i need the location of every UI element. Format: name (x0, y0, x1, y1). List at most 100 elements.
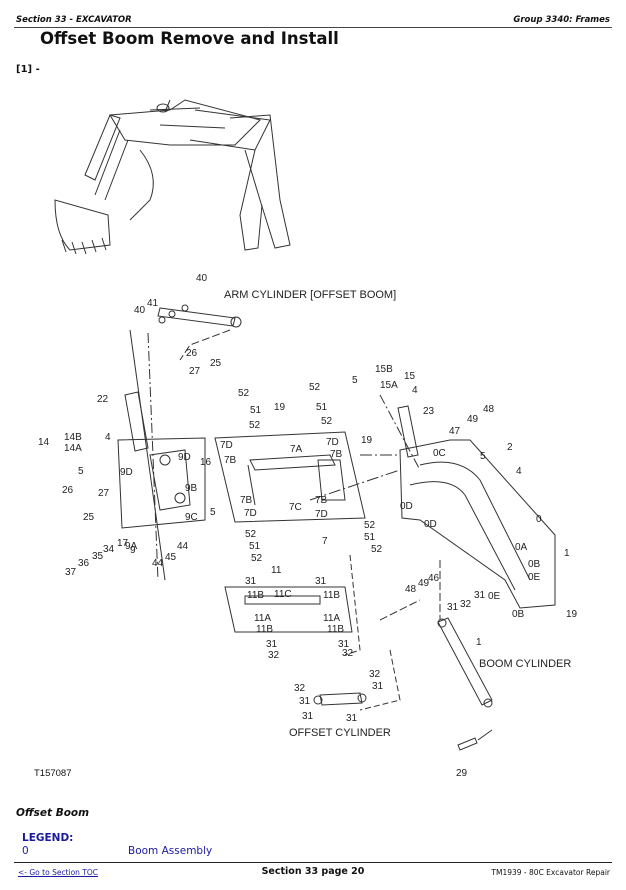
callout-31: 31 (474, 590, 486, 601)
go-to-section-toc-link[interactable]: <- Go to Section TOC (18, 868, 99, 877)
callout-15a: 15A (380, 380, 398, 391)
callout-9d: 9D (120, 467, 133, 478)
manual-title: TM1939 - 80C Excavator Repair (491, 868, 610, 877)
callout-27: 27 (98, 488, 110, 499)
callout-51: 51 (249, 541, 261, 552)
callout-9a: 9A (125, 541, 138, 552)
callout-44: 44 (177, 541, 189, 552)
callout-7: 7 (322, 536, 328, 547)
callout-52: 52 (238, 388, 250, 399)
callout-31: 31 (245, 576, 257, 587)
callout-0d: 0D (400, 501, 413, 512)
footer-divider (14, 862, 612, 863)
callout-32: 32 (369, 669, 381, 680)
callout-7a: 7A (290, 444, 303, 455)
callout-52: 52 (371, 544, 383, 555)
callout-5: 5 (480, 451, 486, 462)
callout-11: 11 (271, 565, 282, 576)
callout-labels: 40 41 40 26 25 27 22 14 14B 14A 4 5 26 2… (38, 273, 578, 779)
callout-32: 32 (460, 599, 472, 610)
callout-27: 27 (189, 366, 201, 377)
callout-17: 17 (117, 538, 129, 549)
assembly-labels: ARM CYLINDER [OFFSET BOOM] BOOM CYLINDER… (224, 289, 571, 739)
callout-31: 31 (299, 696, 311, 707)
callout-11c: 11C (274, 589, 292, 600)
callout-32: 32 (294, 683, 306, 694)
callout-31: 31 (315, 576, 327, 587)
callout-34: 34 (103, 544, 115, 555)
callout-7b: 7B (330, 449, 343, 460)
callout-5: 5 (210, 507, 216, 518)
callout-52: 52 (249, 420, 261, 431)
legend-item-value: Boom Assembly (128, 845, 213, 857)
callout-51: 51 (364, 532, 376, 543)
callout-9c: 9C (185, 512, 198, 523)
callout-52: 52 (321, 416, 333, 427)
callout-7b: 7B (224, 455, 237, 466)
page-number: Section 33 page 20 (261, 866, 365, 877)
callout-9d: 9D (178, 452, 191, 463)
callout-51: 51 (250, 405, 262, 416)
legend-title: LEGEND: (22, 832, 74, 844)
callout-7d: 7D (220, 440, 233, 451)
callout-19: 19 (361, 435, 373, 446)
callout-46: 46 (428, 573, 440, 584)
page-title: Offset Boom Remove and Install (40, 29, 339, 48)
callout-51: 51 (316, 402, 328, 413)
callout-52: 52 (364, 520, 376, 531)
callout-49: 49 (467, 414, 479, 425)
callout-1: 1 (564, 548, 570, 559)
callout-7b: 7B (240, 495, 253, 506)
exploded-view-linework (117, 304, 556, 751)
callout-11b: 11B (256, 624, 273, 635)
callout-11b: 11B (327, 624, 344, 635)
callout-29: 29 (456, 768, 468, 779)
callout-0b: 0B (512, 609, 525, 620)
callout-37: 37 (65, 567, 77, 578)
callout-15b: 15B (375, 364, 393, 375)
callout-9: 9 (130, 545, 136, 556)
callout-26: 26 (62, 485, 74, 496)
callout-49: 49 (418, 578, 430, 589)
legend-item-key: 0 (22, 845, 29, 857)
callout-0e: 0E (528, 572, 541, 583)
header-divider (14, 27, 612, 28)
callout-19: 19 (274, 402, 286, 413)
callout-4: 4 (105, 432, 111, 443)
callout-23: 23 (423, 406, 435, 417)
step-label: [1] - (16, 64, 40, 75)
callout-7b: 7B (315, 495, 328, 506)
callout-1: 1 (476, 637, 482, 648)
callout-7d: 7D (244, 508, 257, 519)
figure-id: T157087 (34, 768, 72, 779)
callout-11b: 11B (323, 590, 340, 601)
callout-0b: 0B (528, 559, 541, 570)
callout-32: 32 (342, 648, 354, 659)
header-section: Section 33 - EXCAVATOR (16, 15, 132, 25)
callout-22: 22 (97, 394, 109, 405)
callout-40: 40 (134, 305, 146, 316)
excavator-overview-drawing (54, 99, 291, 255)
callout-35: 35 (92, 551, 104, 562)
callout-47: 47 (449, 426, 461, 437)
callout-48: 48 (483, 404, 495, 415)
callout-7d: 7D (315, 509, 328, 520)
callout-9b: 9B (185, 483, 198, 494)
callout-16: 16 (200, 457, 212, 468)
callout-44: 44 (152, 558, 164, 569)
callout-0c: 0C (433, 448, 446, 459)
callout-11b: 11B (247, 590, 264, 601)
callout-0a: 0A (515, 542, 528, 553)
callout-2: 2 (507, 442, 513, 453)
callout-0d: 0D (424, 519, 437, 530)
callout-52: 52 (245, 529, 257, 540)
callout-7d: 7D (326, 437, 339, 448)
callout-7c: 7C (289, 502, 302, 513)
callout-11a: 11A (254, 613, 271, 624)
callout-31: 31 (338, 639, 350, 650)
callout-25: 25 (210, 358, 222, 369)
callout-40: 40 (196, 273, 208, 284)
callout-31: 31 (266, 639, 278, 650)
callout-41: 41 (147, 298, 159, 309)
callout-0: 0 (536, 514, 542, 525)
